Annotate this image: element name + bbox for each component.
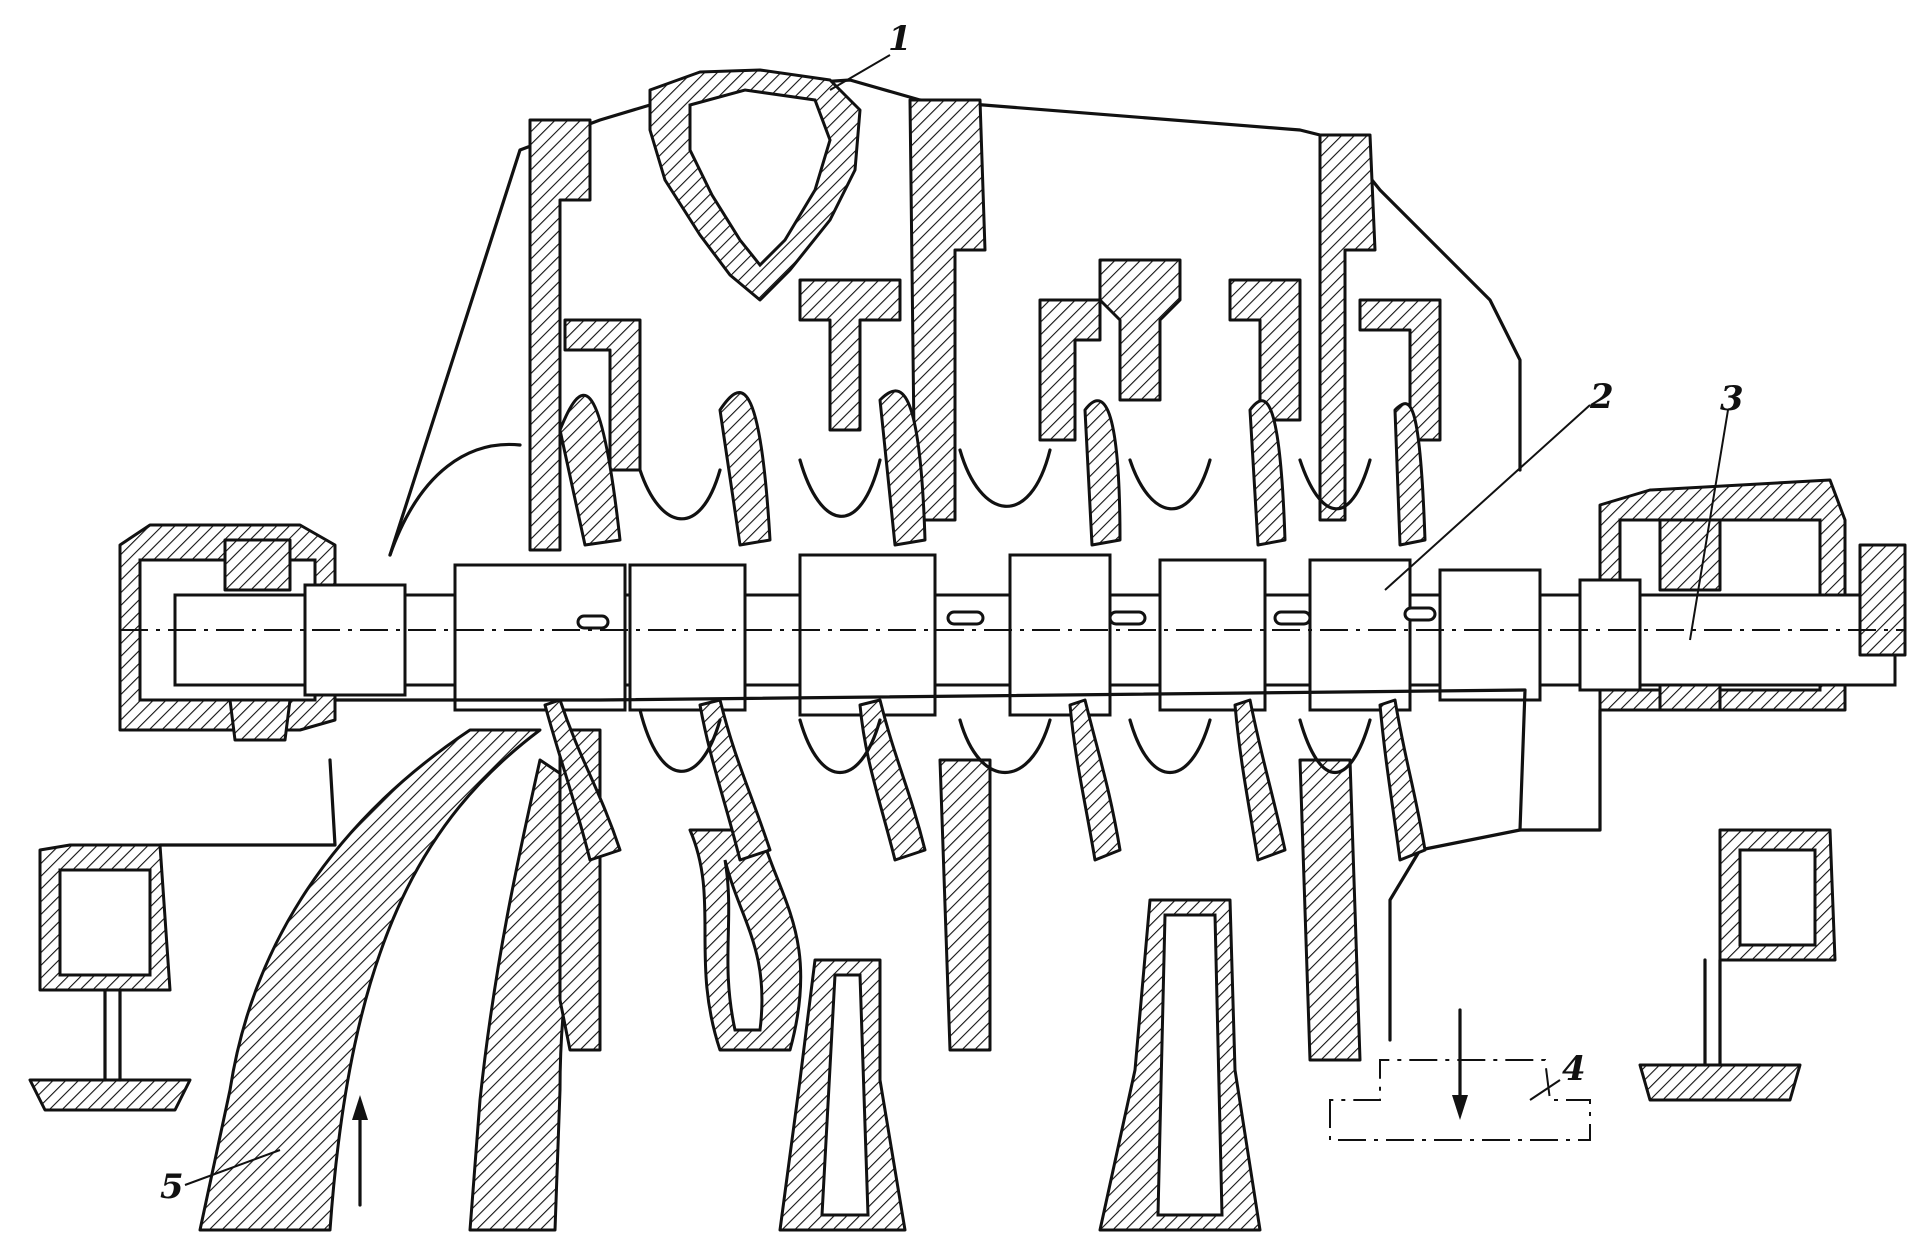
lower-casing [158, 688, 1602, 1232]
upper-casing [388, 68, 1522, 557]
leader-lines [184, 54, 1729, 1186]
callout-label-3: 3 [1720, 379, 1744, 419]
callout-label-2: 2 [1589, 377, 1614, 417]
flow-arrows [352, 1008, 1468, 1207]
rotor-shaft [120, 543, 1907, 717]
callout-label-4: 4 [1562, 1049, 1586, 1089]
callout-label-1: 1 [888, 19, 912, 59]
callout-label-5: 5 [160, 1167, 184, 1207]
right-bearing-housing [1598, 478, 1847, 1102]
